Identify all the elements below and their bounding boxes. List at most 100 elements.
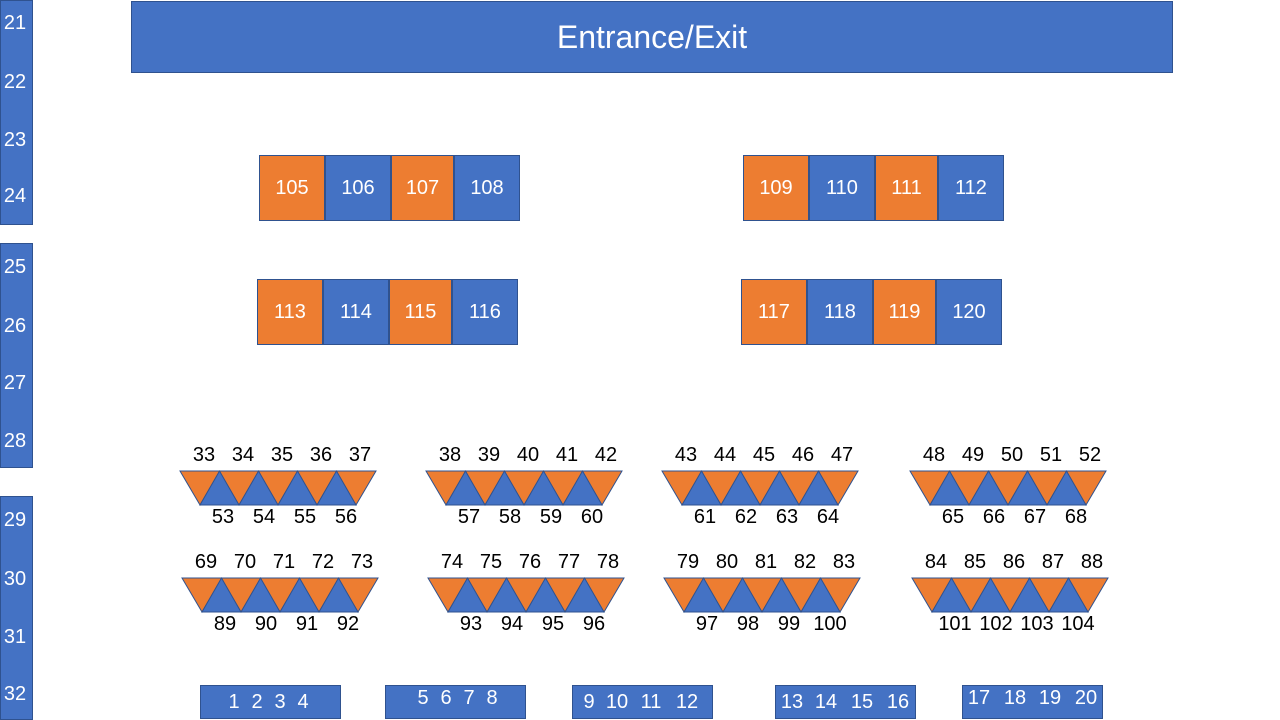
triangle-table-shape xyxy=(425,469,623,506)
bench-seat-number[interactable]: 16 xyxy=(886,691,910,713)
seat-blue-triangle[interactable] xyxy=(445,469,486,506)
bench-seat-number[interactable]: 14 xyxy=(814,691,838,713)
seat-blue-triangle[interactable] xyxy=(1048,576,1089,613)
seat-blue-triangle[interactable] xyxy=(761,576,802,613)
seat-orange[interactable]: 117 xyxy=(741,279,807,345)
seat-blue-triangle[interactable] xyxy=(798,469,839,506)
seat-orange[interactable]: 105 xyxy=(259,155,325,221)
bench-seat-number[interactable]: 10 xyxy=(605,691,629,713)
seat-blue-triangle[interactable] xyxy=(929,469,970,506)
bench-seat-number[interactable]: 7 xyxy=(463,687,475,709)
seat-number: 109 xyxy=(759,176,793,199)
seat-blue-triangle[interactable] xyxy=(277,469,318,506)
seat-blue-triangle[interactable] xyxy=(447,576,488,613)
seat-orange[interactable]: 109 xyxy=(743,155,809,221)
seat-blue-triangle[interactable] xyxy=(1007,469,1048,506)
bench-seat-number[interactable]: 11 xyxy=(640,691,662,713)
seat-blue-triangle[interactable] xyxy=(486,576,527,613)
seat-number-bottom: 97 xyxy=(695,613,719,635)
seat-number-top: 38 xyxy=(438,444,462,466)
seat-number-bottom: 53 xyxy=(211,506,235,528)
seat-orange[interactable]: 111 xyxy=(875,155,938,221)
seat-orange[interactable]: 107 xyxy=(391,155,454,221)
seat-blue-triangle[interactable] xyxy=(722,576,763,613)
seat-blue-triangle[interactable] xyxy=(968,469,1009,506)
seat-number-top: 84 xyxy=(924,551,948,573)
bench-seat-number[interactable]: 13 xyxy=(780,691,804,713)
seat-number-bottom: 57 xyxy=(457,506,481,528)
bench-seat-number[interactable]: 9 xyxy=(583,691,595,713)
seat-number: 116 xyxy=(469,300,501,323)
seat-orange[interactable]: 115 xyxy=(389,279,452,345)
seat-blue-triangle[interactable] xyxy=(681,469,722,506)
bench-seat-number[interactable]: 4 xyxy=(297,691,309,713)
bench-seat-number[interactable]: 5 xyxy=(417,687,429,709)
bench-seat-number[interactable]: 3 xyxy=(274,691,286,713)
bench-seat-number[interactable]: 6 xyxy=(440,687,452,709)
seat-blue-triangle[interactable] xyxy=(564,576,605,613)
seat-number-bottom: 92 xyxy=(336,613,360,635)
seat-blue-triangle[interactable] xyxy=(199,469,240,506)
seat-blue-triangle[interactable] xyxy=(1009,576,1050,613)
seat-orange[interactable]: 113 xyxy=(257,279,323,345)
seat-number-bottom: 67 xyxy=(1023,506,1047,528)
bench-seat-number[interactable]: 15 xyxy=(850,691,874,713)
bench-seat-number[interactable]: 18 xyxy=(1003,687,1027,709)
seat-number-top: 41 xyxy=(555,444,579,466)
bench-seat-number[interactable]: 19 xyxy=(1038,687,1062,709)
seat-blue-triangle[interactable] xyxy=(525,576,566,613)
seat-number: 115 xyxy=(404,300,437,323)
bench-seat-number[interactable]: 2 xyxy=(251,691,263,713)
seat-number-bottom: 102 xyxy=(979,613,1013,635)
seat-number-bottom: 61 xyxy=(693,506,717,528)
bench-seat-number[interactable]: 8 xyxy=(486,687,498,709)
seat-blue-triangle[interactable] xyxy=(759,469,800,506)
bench-seat-number[interactable]: 12 xyxy=(675,691,699,713)
seat-number-bottom: 64 xyxy=(816,506,840,528)
seat-number-bottom: 98 xyxy=(736,613,760,635)
wall-number: 27 xyxy=(3,372,27,394)
seat-blue-triangle[interactable] xyxy=(970,576,1011,613)
seat-blue-triangle[interactable] xyxy=(238,469,279,506)
seat-blue[interactable]: 110 xyxy=(809,155,875,221)
seat-number-top: 49 xyxy=(961,444,985,466)
seat-blue-triangle[interactable] xyxy=(562,469,603,506)
seat-blue-triangle[interactable] xyxy=(279,576,320,613)
seat-number-bottom: 99 xyxy=(777,613,801,635)
seat-blue-triangle[interactable] xyxy=(318,576,359,613)
seat-number: 107 xyxy=(405,176,440,199)
seat-blue-triangle[interactable] xyxy=(683,576,724,613)
seat-blue[interactable]: 106 xyxy=(325,155,391,221)
bench-seat-number[interactable]: 20 xyxy=(1074,687,1098,709)
seat-blue[interactable]: 120 xyxy=(936,279,1002,345)
seat-number-top: 52 xyxy=(1078,444,1102,466)
bench-seat-number[interactable]: 17 xyxy=(967,687,991,709)
seat-blue-triangle[interactable] xyxy=(523,469,564,506)
seat-blue[interactable]: 112 xyxy=(938,155,1004,221)
seat-blue-triangle[interactable] xyxy=(800,576,841,613)
seat-number-bottom: 89 xyxy=(213,613,237,635)
seat-number-top: 45 xyxy=(752,444,776,466)
seat-blue-triangle[interactable] xyxy=(1046,469,1087,506)
wall-number: 29 xyxy=(3,509,27,531)
seat-blue-triangle[interactable] xyxy=(484,469,525,506)
seat-blue[interactable]: 118 xyxy=(807,279,873,345)
seat-orange[interactable]: 119 xyxy=(873,279,936,345)
bench-seat-number[interactable]: 1 xyxy=(228,691,240,713)
seat-blue[interactable]: 114 xyxy=(323,279,389,345)
seat-number-top: 86 xyxy=(1002,551,1026,573)
seat-blue-triangle[interactable] xyxy=(931,576,972,613)
seat-blue[interactable]: 108 xyxy=(454,155,520,221)
seat-number-top: 82 xyxy=(793,551,817,573)
seat-blue[interactable]: 116 xyxy=(452,279,518,345)
seat-blue-triangle[interactable] xyxy=(201,576,242,613)
seat-blue-triangle[interactable] xyxy=(720,469,761,506)
seat-blue-triangle[interactable] xyxy=(240,576,281,613)
seat-blue-triangle[interactable] xyxy=(316,469,357,506)
seat-number-top: 51 xyxy=(1039,444,1063,466)
